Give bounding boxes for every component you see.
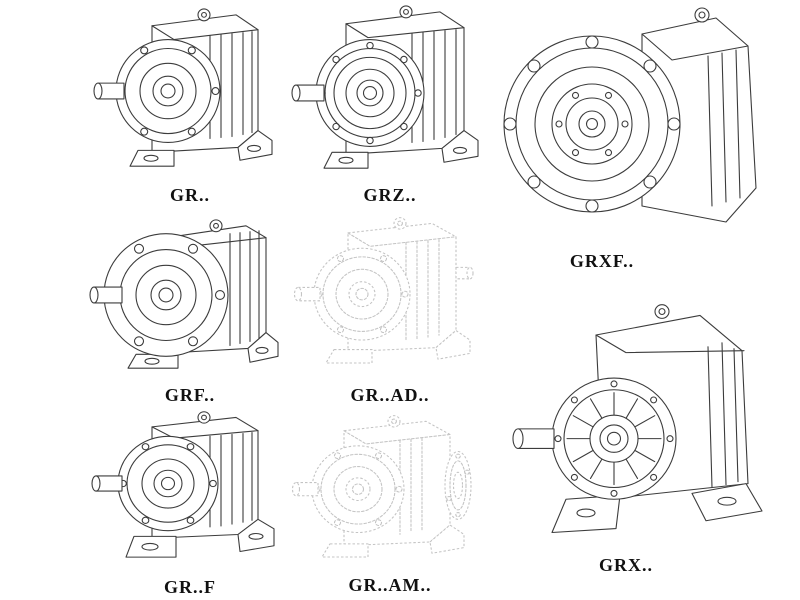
gram-drawing: [291, 415, 472, 558]
mounting-feet: [127, 332, 279, 369]
grf-foot-drawing: [91, 411, 275, 558]
ribbed-bearing-housing: [551, 377, 677, 500]
input-adapter-stub: [455, 266, 474, 280]
grz-drawing: [291, 5, 479, 169]
figure-grf: GRF..: [88, 208, 292, 406]
grad-drawing: [293, 217, 474, 364]
output-shaft: [91, 475, 123, 492]
shaft-hub: [555, 91, 629, 157]
figure-gr: GR..: [88, 2, 292, 206]
figure-grx: GRX..: [494, 292, 794, 576]
mounting-feet: [325, 329, 471, 364]
figure-label: GR..AM..: [348, 575, 432, 595]
figure-gram: GR..AM..: [288, 410, 492, 596]
figure-label: GR..AD..: [350, 385, 430, 405]
figure-grz: GRZ..: [288, 2, 492, 206]
mounting-feet: [125, 518, 275, 558]
grf-drawing: [89, 219, 279, 369]
mounting-flange: [103, 233, 229, 357]
figure-label: GR..F: [164, 577, 216, 597]
output-shaft: [291, 482, 319, 497]
figure-label: GRZ..: [363, 185, 417, 205]
motor-input-flange: [444, 450, 472, 520]
figure-grad: GR..AD..: [288, 210, 492, 406]
figure-grf-foot: GR..F: [88, 408, 292, 598]
bearing-housing: [115, 39, 221, 144]
mounting-feet: [551, 483, 763, 534]
bearing-housing: [311, 445, 405, 534]
grx-drawing: [512, 304, 763, 534]
gearbox-body: [641, 7, 757, 223]
output-shaft: [291, 84, 325, 102]
mounting-feet: [321, 524, 465, 558]
figure-label: GRXF..: [569, 251, 635, 271]
output-shaft: [89, 286, 123, 304]
bearing-housing: [313, 247, 411, 341]
figure-label: GRF..: [164, 385, 216, 405]
output-shaft: [93, 82, 125, 100]
output-shaft: [293, 286, 321, 302]
bearing-housing: [117, 435, 219, 532]
mounting-feet: [129, 130, 273, 167]
figure-grxf: GRXF..: [492, 0, 792, 272]
mounting-feet: [323, 130, 479, 169]
bearing-housing: [315, 39, 425, 147]
figure-label: GRX..: [599, 555, 653, 575]
grxf-drawing: [503, 7, 757, 223]
output-shaft: [512, 428, 555, 449]
gr-drawing: [93, 8, 273, 167]
figure-label: GR..: [170, 185, 210, 205]
